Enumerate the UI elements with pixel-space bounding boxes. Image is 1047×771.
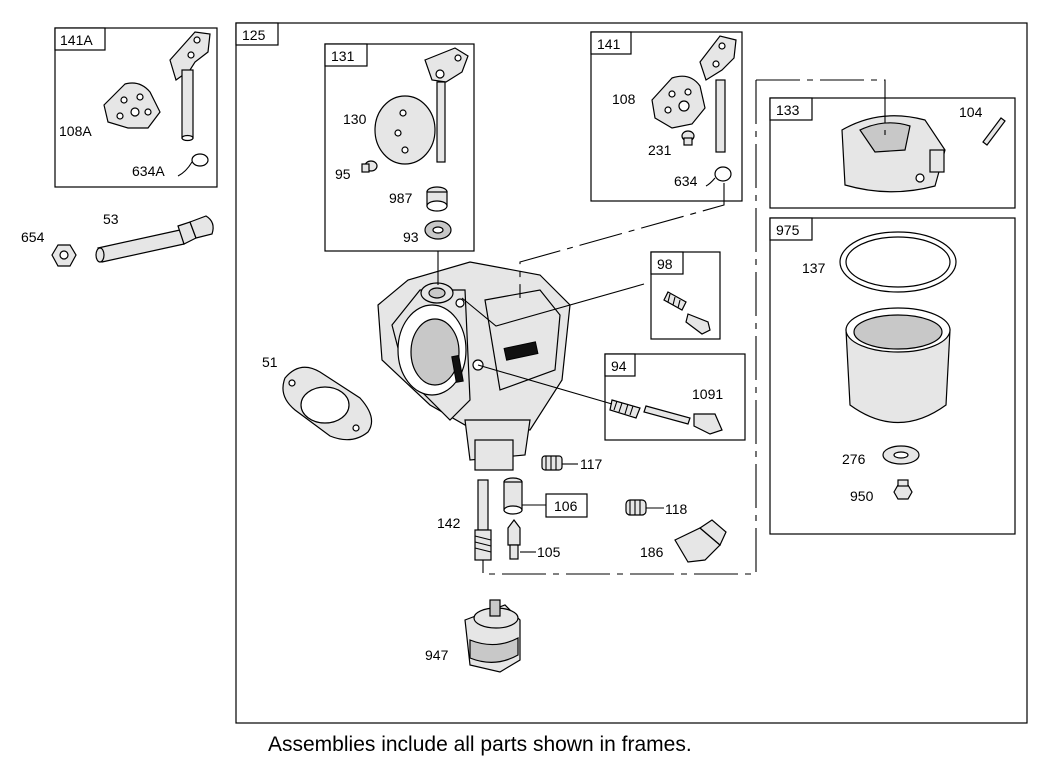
gasket-51 <box>282 366 373 441</box>
frame-label-141: 141 <box>597 36 621 52</box>
needle-105 <box>507 519 521 560</box>
bushing-987 <box>426 186 448 212</box>
frame-label-94: 94 <box>611 358 627 374</box>
nut-654 <box>51 244 77 267</box>
pin-104 <box>982 117 1006 146</box>
float-bowl <box>845 307 951 423</box>
part-label-231: 231 <box>648 142 672 158</box>
washer-276 <box>882 445 920 465</box>
throttle-plate-130 <box>374 95 436 165</box>
frame-133 <box>769 97 1016 209</box>
frame-975 <box>769 217 1016 535</box>
solenoid-947 <box>464 599 521 673</box>
leader-float-frame <box>756 79 886 135</box>
main-jet-106 <box>503 477 523 515</box>
mixture-screw-94 <box>609 399 723 435</box>
frame-106 <box>545 493 588 518</box>
frame-label-106: 106 <box>554 498 578 514</box>
frame-label-141A: 141A <box>60 32 93 48</box>
spring-634 <box>705 166 732 187</box>
seal-93 <box>424 220 452 240</box>
frame-label-98: 98 <box>657 256 673 272</box>
choke-plate-108 <box>651 75 706 129</box>
part-label-105: 105 <box>537 544 561 560</box>
shaft-53 <box>95 215 214 263</box>
part-label-93: 93 <box>403 229 419 245</box>
frame-label-975: 975 <box>776 222 800 238</box>
frame-label-133: 133 <box>776 102 800 118</box>
throttle-shaft-131 <box>424 47 469 163</box>
frame-131 <box>324 43 475 252</box>
part-label-276: 276 <box>842 451 866 467</box>
choke-shaft-141 <box>699 35 737 153</box>
screw-95 <box>361 160 378 173</box>
part-label-186: 186 <box>640 544 664 560</box>
caption: Assemblies include all parts shown in fr… <box>268 733 692 756</box>
part-label-130: 130 <box>343 111 367 127</box>
part-label-118: 118 <box>665 501 688 517</box>
part-label-950: 950 <box>850 488 874 504</box>
part-label-53: 53 <box>103 211 119 227</box>
spring-634A <box>177 153 209 177</box>
plug-118 <box>625 499 647 516</box>
part-label-634: 634 <box>674 173 698 189</box>
leader-choke <box>519 183 725 298</box>
frame-98 <box>650 251 721 340</box>
screw-231 <box>681 130 695 146</box>
part-label-987: 987 <box>389 190 413 206</box>
bowl-nut-950 <box>893 479 913 500</box>
frame-label-131: 131 <box>331 48 355 64</box>
gasket-137 <box>839 231 957 293</box>
plate-108A <box>103 82 161 129</box>
leader-idle-screw <box>461 283 645 327</box>
float-133 <box>841 115 946 193</box>
part-label-51: 51 <box>262 354 278 370</box>
leader-mixture-screw <box>477 364 613 405</box>
part-label-947: 947 <box>425 647 449 663</box>
frame-125 <box>235 22 1028 724</box>
frame-141A <box>54 27 218 188</box>
part-label-104: 104 <box>959 104 983 120</box>
frame-label-125: 125 <box>242 27 266 43</box>
part-label-142: 142 <box>437 515 461 531</box>
part-label-95: 95 <box>335 166 351 182</box>
plug-117 <box>541 455 563 471</box>
idle-screw-98 <box>663 291 711 335</box>
part-label-654: 654 <box>21 229 45 245</box>
leader-bowl <box>482 80 757 575</box>
choke-shaft-141A <box>169 31 211 142</box>
part-label-108A: 108A <box>59 123 92 139</box>
part-label-108: 108 <box>612 91 636 107</box>
emulsion-tube-142 <box>474 479 492 561</box>
part-label-117: 117 <box>580 456 603 472</box>
part-label-634A: 634A <box>132 163 165 179</box>
frame-94 <box>604 353 746 441</box>
frame-141 <box>590 31 743 202</box>
part-label-1091: 1091 <box>692 386 723 402</box>
elbow-186 <box>674 519 727 563</box>
part-label-137: 137 <box>802 260 826 276</box>
carburetor-body <box>377 261 571 471</box>
